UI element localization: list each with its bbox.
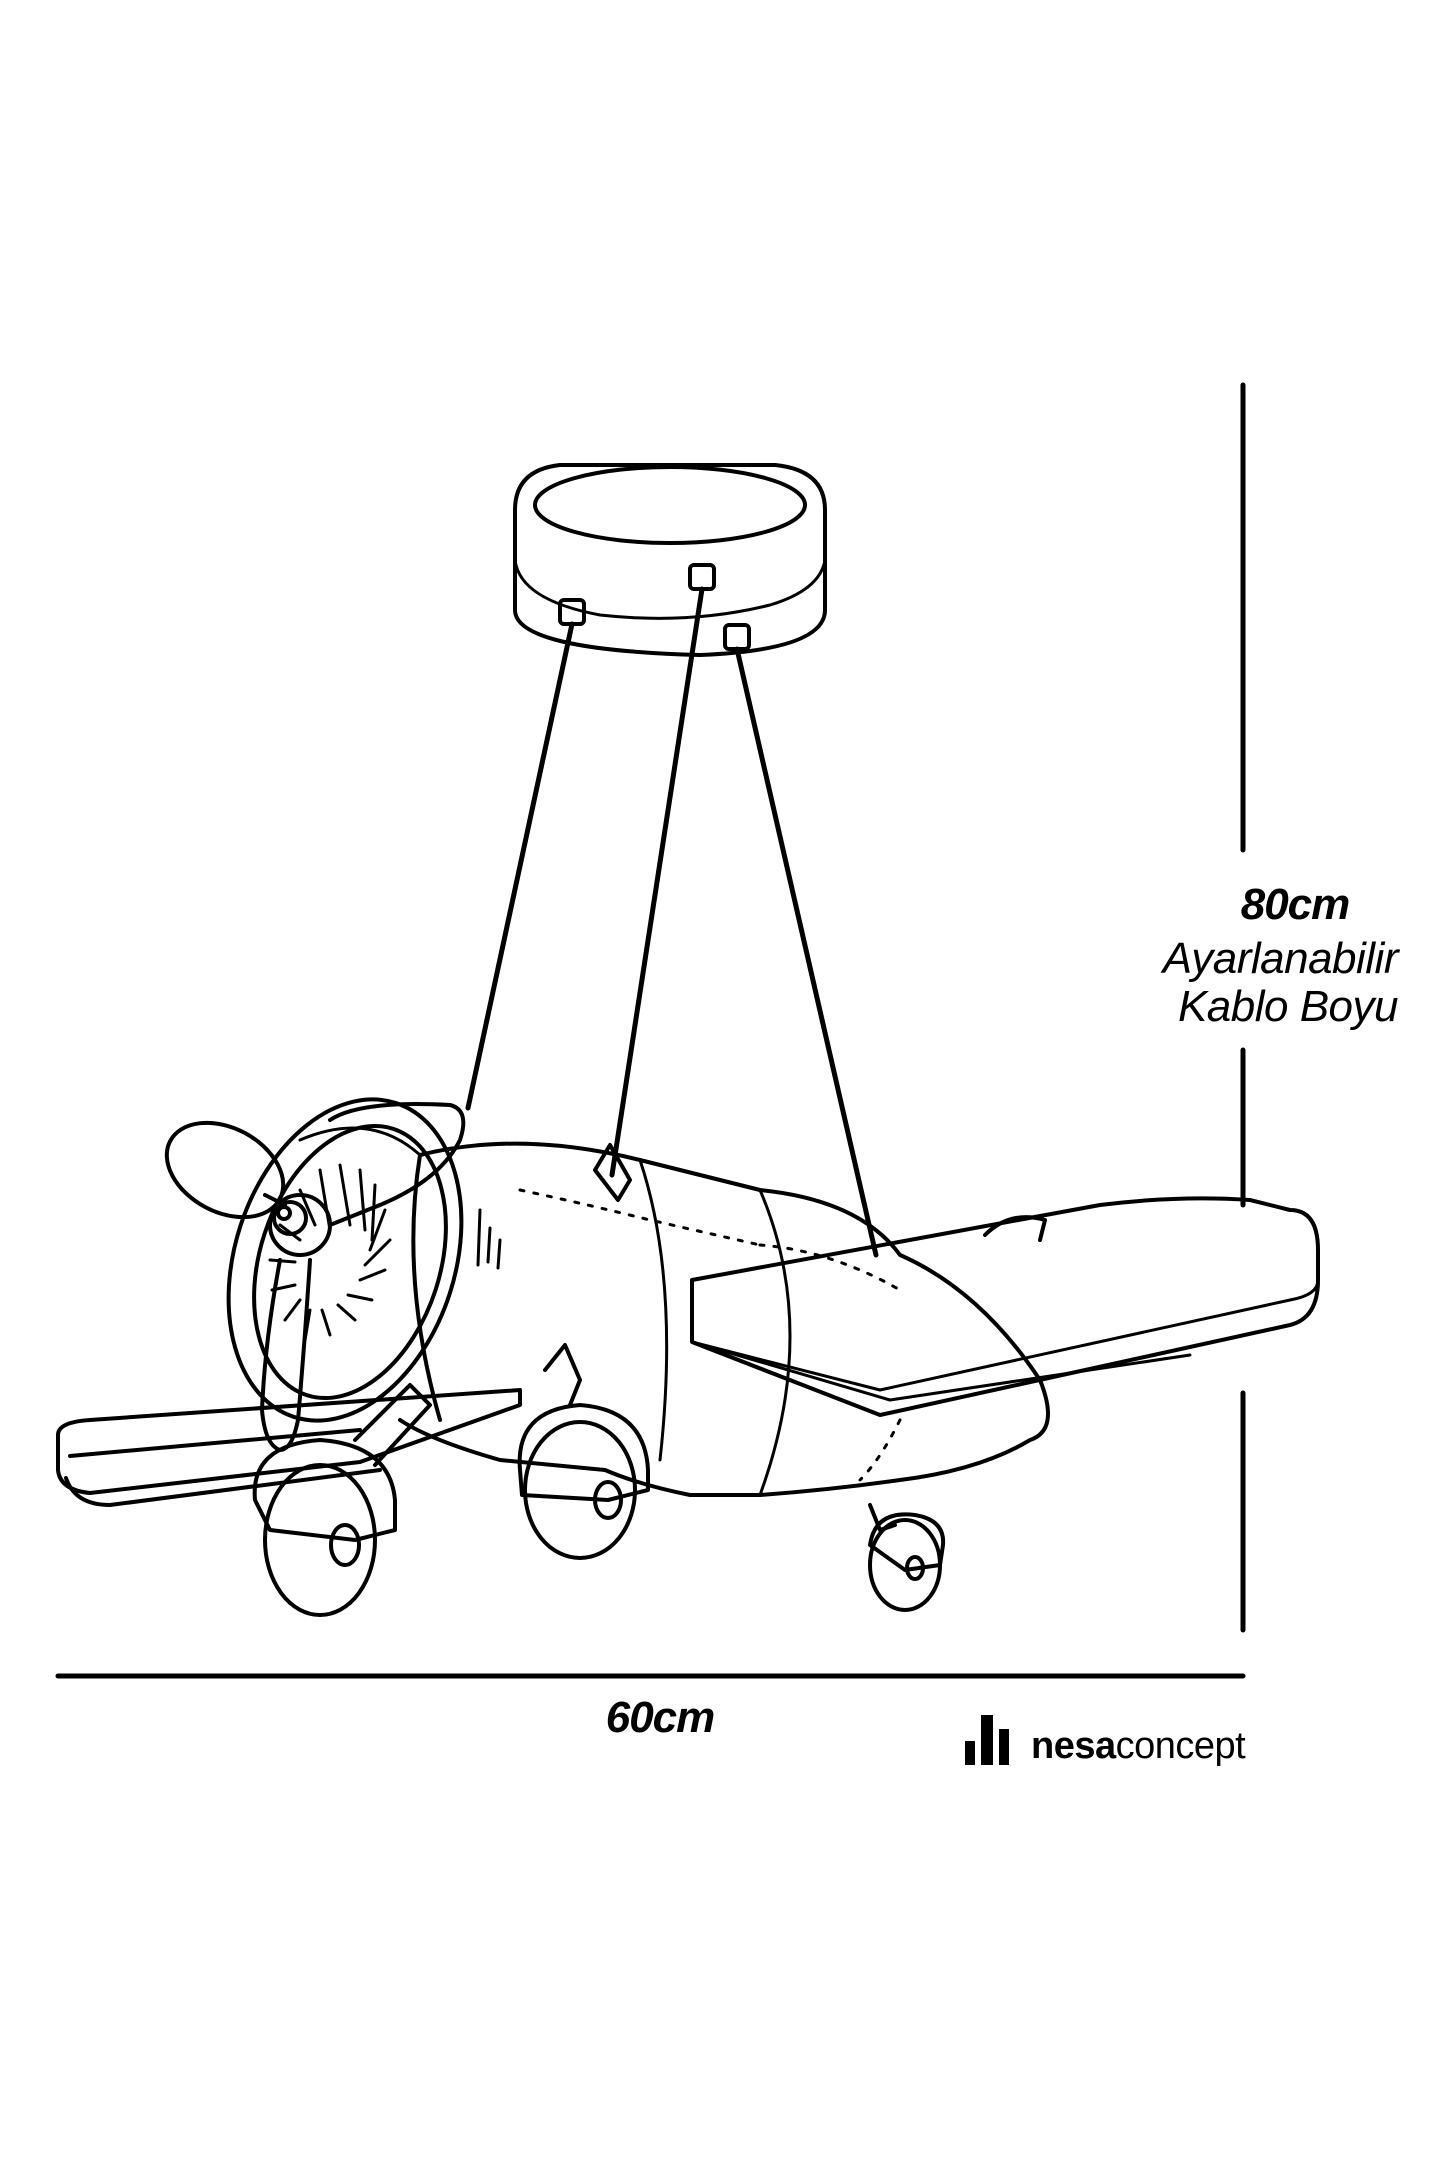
height-dimension-note: Ayarlanabilir Kablo Boyu (1098, 934, 1399, 1031)
brand-name: nesaconcept (1031, 1725, 1246, 1767)
height-dimension-value: 80cm (1240, 880, 1351, 929)
ceiling-canopy (513, 463, 827, 657)
height-note-line2: Kablo Boyu (1177, 982, 1399, 1031)
suspension-cables (465, 586, 879, 1258)
tail-wheel (868, 1503, 946, 1612)
right-wing (690, 1196, 1320, 1417)
front-left-wheel (252, 1383, 432, 1617)
front-center-wheel (517, 1343, 650, 1560)
brand-logo: nesaconcept (965, 1715, 1246, 1767)
left-wing (56, 1388, 522, 1507)
height-note-line1: Ayarlanabilir (1162, 934, 1399, 983)
bar-chart-logo-icon (965, 1715, 1019, 1765)
brand-name-bold: nesa (1031, 1725, 1116, 1767)
width-dimension-value: 60cm (605, 1693, 716, 1742)
fuselage (398, 1141, 1050, 1497)
brand-name-regular: concept (1115, 1725, 1246, 1767)
